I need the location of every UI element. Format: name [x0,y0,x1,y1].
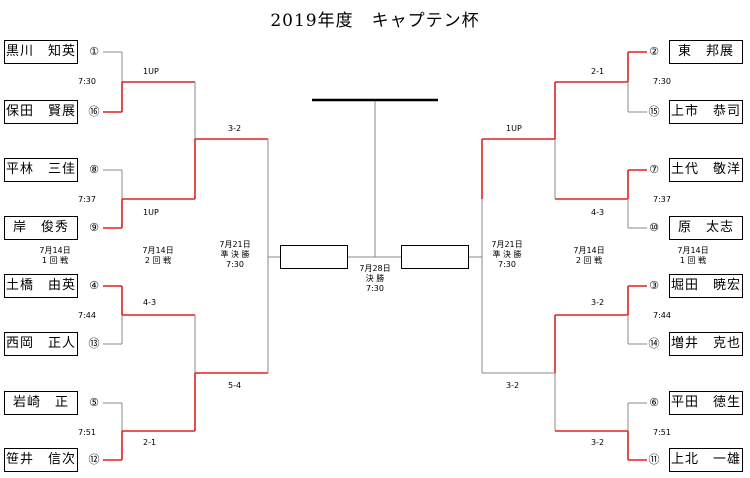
round-date: 7月14日 [142,246,174,255]
player-box-right-4: 原 太志 [669,216,743,240]
round-label-left-r1: 7月14日 1 回 戦 [30,246,80,266]
round-date: 7月21日 [219,240,251,249]
score-right-r2-1: 1UP [506,124,522,133]
match-time-right-1: 7:30 [653,77,671,86]
player-box-left-6: 西岡 正人 [4,332,78,356]
seed-left-6: ⑬ [88,337,100,350]
score-right-r1-1: 2-1 [591,67,605,76]
match-time-right-2: 7:37 [653,195,671,204]
player-box-left-4: 岸 俊秀 [4,216,78,240]
round-name: 2 回 戦 [575,256,603,265]
page-title: 2019年度 キャプテン杯 [270,11,480,31]
seed-right-1: ② [649,45,659,58]
player-box-left-5: 土橋 由英 [4,274,78,298]
score-right-r1-4: 3-2 [591,438,605,447]
seed-right-7: ⑥ [649,396,659,409]
match-time-left-3: 7:44 [78,311,96,320]
round-name: 準 決 勝 [220,250,250,259]
round-date: 7月28日 [359,264,391,273]
round-name: 決 勝 [365,274,385,283]
score-left-r1-4: 2-1 [143,438,157,447]
round-date: 7月14日 [573,246,605,255]
score-left-r2-2: 5-4 [228,381,242,390]
finalist-box-left [280,245,348,269]
round-time: 7:30 [366,284,384,293]
player-box-right-8: 上北 一雄 [669,448,743,472]
round-name: 1 回 戦 [679,256,707,265]
player-box-left-3: 平林 三佳 [4,158,78,182]
seed-right-4: ⑩ [649,221,659,234]
player-box-right-7: 平田 徳生 [669,391,743,415]
player-box-left-1: 黒川 知英 [4,40,78,64]
score-right-r1-3: 3-2 [591,298,605,307]
seed-left-7: ⑤ [89,396,99,409]
seed-right-5: ③ [649,279,659,292]
score-left-r2-1: 3-2 [228,124,242,133]
score-right-r1-2: 4-3 [591,208,605,217]
player-box-left-8: 笹井 信次 [4,448,78,472]
round-name: 2 回 戦 [144,256,172,265]
round-date: 7月14日 [39,246,71,255]
seed-left-1: ① [89,45,99,58]
seed-right-8: ⑪ [648,453,660,466]
seed-left-5: ④ [89,279,99,292]
score-right-r2-2: 3-2 [506,381,520,390]
round-date: 7月21日 [491,240,523,249]
player-box-right-2: 上市 恭司 [669,100,743,124]
seed-left-8: ⑫ [88,453,100,466]
seed-right-6: ⑭ [648,337,660,350]
finalist-box-right [401,245,469,269]
player-box-left-2: 保田 賢展 [4,100,78,124]
round-label-left-r2: 7月14日 2 回 戦 [133,246,183,266]
round-time: 7:30 [226,260,244,269]
round-date: 7月14日 [677,246,709,255]
player-box-right-5: 堀田 暁宏 [669,274,743,298]
round-label-left-sf: 7月21日 準 決 勝 7:30 [210,240,260,270]
seed-left-2: ⑯ [88,105,100,118]
seed-right-2: ⑮ [648,105,660,118]
score-left-r1-2: 1UP [143,208,159,217]
round-time: 7:30 [498,260,516,269]
round-name: 1 回 戦 [41,256,69,265]
round-label-final: 7月28日 決 勝 7:30 [350,264,400,294]
match-time-left-4: 7:51 [78,428,96,437]
match-time-left-1: 7:30 [78,77,96,86]
match-time-right-4: 7:51 [653,428,671,437]
match-time-right-3: 7:44 [653,311,671,320]
player-box-left-7: 岩崎 正 [4,391,78,415]
score-left-r1-1: 1UP [143,67,159,76]
match-time-left-2: 7:37 [78,195,96,204]
seed-left-3: ⑧ [89,163,99,176]
player-box-right-1: 東 邦展 [669,40,743,64]
round-name: 準 決 勝 [492,250,522,259]
seed-left-4: ⑨ [89,221,99,234]
round-label-right-r2: 7月14日 2 回 戦 [564,246,614,266]
score-left-r1-3: 4-3 [143,298,157,307]
round-label-right-r1: 7月14日 1 回 戦 [668,246,718,266]
round-label-right-sf: 7月21日 準 決 勝 7:30 [482,240,532,270]
player-box-right-6: 増井 克也 [669,332,743,356]
seed-right-3: ⑦ [649,163,659,176]
player-box-right-3: 土代 敬洋 [669,158,743,182]
